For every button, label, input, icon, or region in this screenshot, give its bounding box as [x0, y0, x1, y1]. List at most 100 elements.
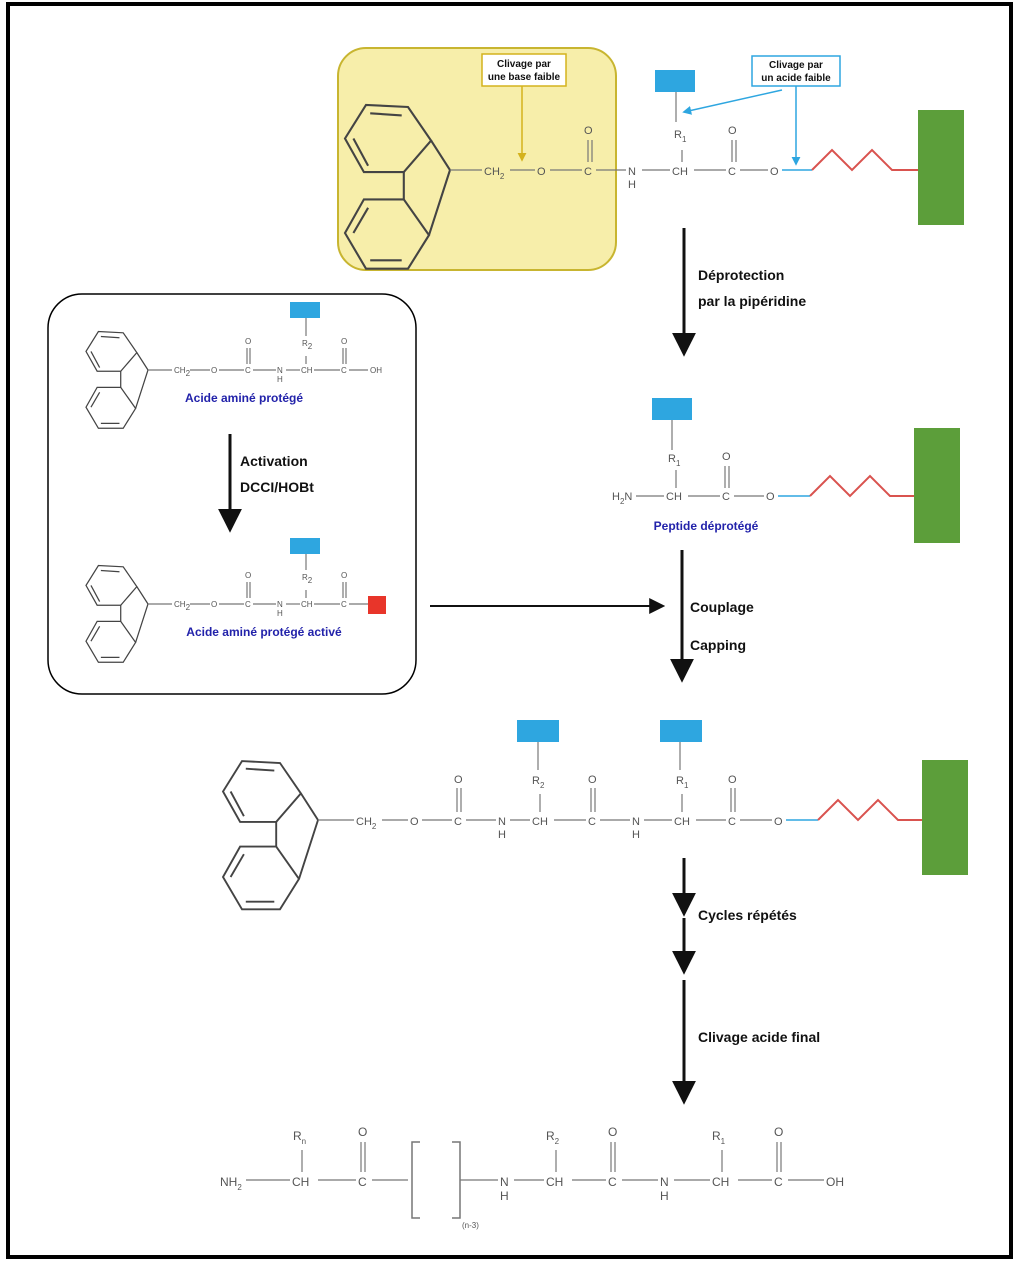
atom-o-carbonyl: O — [341, 337, 347, 346]
cycles-label: Cycles répétés — [698, 907, 797, 923]
atom-ch2: CH2 — [174, 366, 191, 378]
fmoc-aa-resin-structure: CH2 O C O N H CH R1 C O O Clivage par un… — [337, 47, 964, 271]
atom-h2n: H2N — [612, 491, 632, 506]
acid-side-chain-arrow — [682, 89, 783, 115]
linker-zigzag — [811, 148, 918, 172]
atom-o-carbonyl: O — [454, 774, 463, 786]
atom-oh: OH — [826, 1175, 844, 1189]
activation-label-1: Activation — [240, 453, 308, 469]
atom-h: H — [277, 609, 283, 618]
base-callout-line2: une base faible — [488, 72, 561, 83]
activated-aa-caption: Acide aminé protégé activé — [186, 625, 342, 639]
atom-c: C — [722, 491, 730, 503]
atom-ch: CH — [292, 1175, 309, 1189]
atom-o-carbonyl: O — [728, 125, 737, 137]
atom-o-carbonyl: O — [722, 451, 731, 463]
atom-r2: R2 — [532, 775, 545, 790]
protected-aa-caption: Acide aminé protégé — [185, 391, 303, 405]
atom-c: C — [454, 816, 462, 828]
coupling-label: Couplage — [690, 599, 754, 615]
atom-o: O — [211, 366, 217, 375]
atom-c: C — [588, 816, 596, 828]
atom-c: C — [608, 1175, 617, 1189]
atom-o-carbonyl: O — [584, 125, 593, 137]
acid-cleavage-callout — [751, 55, 841, 87]
atom-ch: CH — [712, 1175, 729, 1189]
atom-ch2: CH2 — [484, 166, 505, 181]
fluorenyl-ring-icon — [222, 760, 319, 911]
atom-o: O — [770, 166, 779, 178]
linker-zigzag — [809, 474, 914, 498]
side-chain-protecting-group-icon — [517, 720, 559, 742]
deprotected-peptide-caption: Peptide déprotégé — [654, 519, 759, 533]
final-peptide-structure: NH2 CH Rn C O (n-3) N H CH R2 C O N H CH… — [220, 1125, 844, 1230]
acid-callout-line2: un acide faible — [761, 73, 831, 84]
side-chain-protecting-group-icon — [290, 302, 320, 318]
atom-rn: Rn — [293, 1129, 306, 1146]
atom-o-carbonyl: O — [341, 571, 347, 580]
atom-n: N — [660, 1175, 669, 1189]
capping-label: Capping — [690, 637, 746, 653]
atom-o-carbonyl: O — [245, 571, 251, 580]
side-chain-protecting-group-icon — [290, 538, 320, 554]
atom-ch: CH — [532, 816, 548, 828]
atom-r1: R1 — [676, 775, 689, 790]
atom-o-carbonyl: O — [245, 337, 251, 346]
side-chain-protecting-group-icon — [652, 398, 692, 420]
atom-c: C — [584, 166, 592, 178]
atom-n: N — [500, 1175, 509, 1189]
atom-ch: CH — [301, 600, 313, 609]
atom-ch2: CH2 — [174, 600, 191, 612]
repeat-bracket-left — [411, 1141, 420, 1219]
atom-h: H — [500, 1189, 509, 1203]
atom-oh: OH — [370, 366, 382, 375]
atom-ch: CH — [666, 491, 682, 503]
deprotection-label-1: Déprotection — [698, 267, 784, 283]
deprotection-label-2: par la pipéridine — [698, 293, 806, 309]
atom-n: N — [277, 600, 283, 609]
atom-nh2: NH2 — [220, 1175, 242, 1192]
repeat-bracket-right — [452, 1141, 461, 1219]
atom-o: O — [537, 166, 546, 178]
atom-h: H — [628, 179, 636, 191]
figure-frame — [6, 2, 1013, 1259]
linker-zigzag — [817, 798, 922, 822]
atom-o-carbonyl: O — [608, 1125, 617, 1139]
atom-o-carbonyl: O — [728, 774, 737, 786]
base-callout-line1: Clivage par — [497, 59, 551, 70]
activating-group-icon — [368, 596, 386, 614]
atom-c: C — [341, 600, 347, 609]
atom-o-carbonyl: O — [774, 1125, 783, 1139]
fmoc-protecting-group-box — [337, 47, 617, 271]
atom-o: O — [211, 600, 217, 609]
atom-n: N — [498, 816, 506, 828]
atom-n: N — [632, 816, 640, 828]
atom-h: H — [660, 1189, 669, 1203]
side-chain-protecting-group-icon — [655, 70, 695, 92]
atom-h: H — [277, 375, 283, 384]
atom-c: C — [774, 1175, 783, 1189]
atom-ch: CH — [301, 366, 313, 375]
atom-c: C — [245, 600, 251, 609]
atom-c: C — [728, 816, 736, 828]
atom-h: H — [632, 829, 640, 841]
acid-callout-line1: Clivage par — [769, 60, 823, 71]
resin-bead-icon — [918, 110, 964, 225]
atom-n: N — [277, 366, 283, 375]
atom-r2: R2 — [546, 1129, 560, 1146]
atom-r1: R1 — [674, 129, 687, 144]
atom-o-carbonyl: O — [588, 774, 597, 786]
atom-o-carbonyl: O — [358, 1125, 367, 1139]
resin-bead-icon — [922, 760, 968, 875]
deprotected-peptide-structure: R1 H2N CH C O O Peptide déprotégé — [612, 398, 960, 543]
atom-ch: CH — [546, 1175, 563, 1189]
atom-ch: CH — [674, 816, 690, 828]
side-chain-protecting-group-icon — [660, 720, 702, 742]
resin-bead-icon — [914, 428, 960, 543]
activation-panel: CH2 O C O N H CH R2 C O OH Acide aminé p… — [47, 293, 417, 695]
atom-ch2: CH2 — [356, 816, 377, 831]
atom-o: O — [766, 491, 775, 503]
final-cleavage-label: Clivage acide final — [698, 1029, 820, 1045]
atom-r1: R1 — [712, 1129, 726, 1146]
